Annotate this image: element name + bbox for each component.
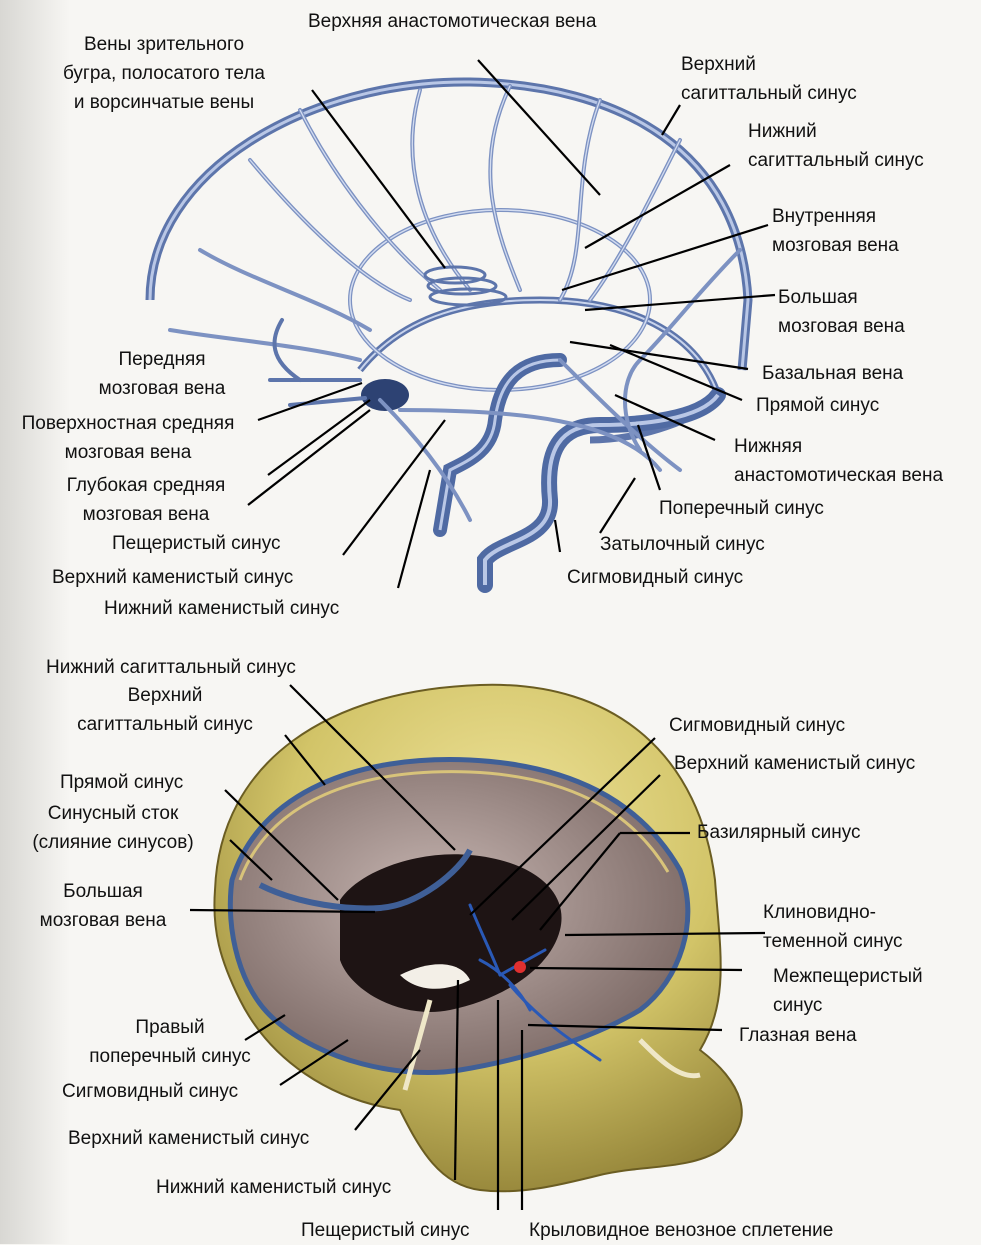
label-sphenoparietal-sinus: Клиновидно-теменной синус (763, 898, 903, 956)
leader-internal-cerebral (562, 225, 768, 290)
label-sigmoid-sinus-bottom-left: Сигмовидный синус (62, 1077, 238, 1106)
label-inferior-petrosal-sinus-top: Нижний каменистый синус (104, 594, 339, 623)
leader-thalamostriate (312, 90, 445, 268)
leader-sup-sagittal (662, 105, 680, 135)
label-straight-sinus-bottom: Прямой синус (60, 768, 183, 797)
label-basilar-sinus: Базилярный синус (697, 818, 861, 847)
leader-occipital (600, 478, 635, 533)
leader-sigmoid-top (555, 520, 560, 552)
label-pterygoid-plexus: Крыловидное венозное сплетение (529, 1216, 833, 1245)
leader-deep-middle (248, 410, 370, 505)
label-confluence-of-sinuses: Синусный сток(слияние синусов) (10, 799, 216, 857)
label-superior-petrosal-sinus-bottom-left: Верхний каменистый синус (68, 1124, 309, 1153)
label-ophthalmic-vein: Глазная вена (739, 1021, 857, 1050)
label-sigmoid-sinus-bottom-right: Сигмовидный синус (669, 711, 845, 740)
label-inferior-sagittal-sinus-bottom: Нижний сагиттальный синус (46, 653, 296, 682)
label-basal-vein: Базальная вена (762, 359, 903, 388)
label-superior-anastomotic-vein: Верхняя анастомотическая вена (308, 7, 597, 36)
label-cavernous-sinus-bottom: Пещеристый синус (301, 1216, 470, 1245)
label-transverse-sinus: Поперечный синус (659, 494, 824, 523)
label-occipital-sinus: Затылочный синус (600, 530, 765, 559)
skull-sinuses-figure (214, 685, 741, 1192)
label-inferior-petrosal-sinus-bottom: Нижний каменистый синус (156, 1173, 391, 1202)
label-cavernous-sinus-top: Пещеристый синус (112, 529, 281, 558)
leader-sup-petrosal-top (398, 470, 430, 588)
leader-inf-sagittal (585, 165, 730, 248)
label-superior-petrosal-sinus-top: Верхний каменистый синус (52, 563, 293, 592)
leader-cavernous-top (343, 420, 445, 555)
intercavernous-sinus-spot (514, 961, 526, 973)
label-superior-petrosal-sinus-bottom-right: Верхний каменистый синус (674, 749, 915, 778)
label-sigmoid-sinus-top: Сигмовидный синус (567, 563, 743, 592)
label-straight-sinus: Прямой синус (756, 391, 879, 420)
